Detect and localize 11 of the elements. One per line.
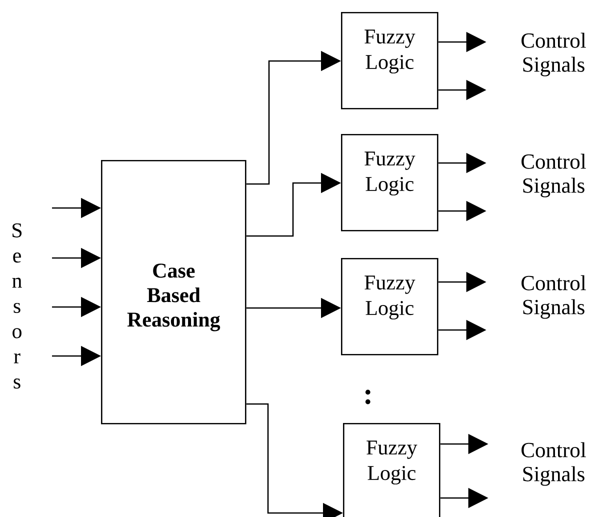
process-box: Fuzzy Logic bbox=[341, 134, 438, 232]
output-label: Control Signals bbox=[522, 154, 586, 198]
process-box: Fuzzy Logic bbox=[343, 423, 440, 517]
output-label: Control Signals bbox=[522, 275, 586, 319]
output-label: Control Signals bbox=[522, 32, 586, 76]
vertical-label: Sensors bbox=[12, 223, 22, 389]
output-label: Control Signals bbox=[522, 442, 586, 486]
vertical-ellipsis: : bbox=[365, 390, 370, 404]
process-box: Case Based Reasoning bbox=[101, 160, 246, 424]
process-box: Fuzzy Logic bbox=[341, 258, 438, 356]
process-box: Fuzzy Logic bbox=[341, 12, 438, 110]
